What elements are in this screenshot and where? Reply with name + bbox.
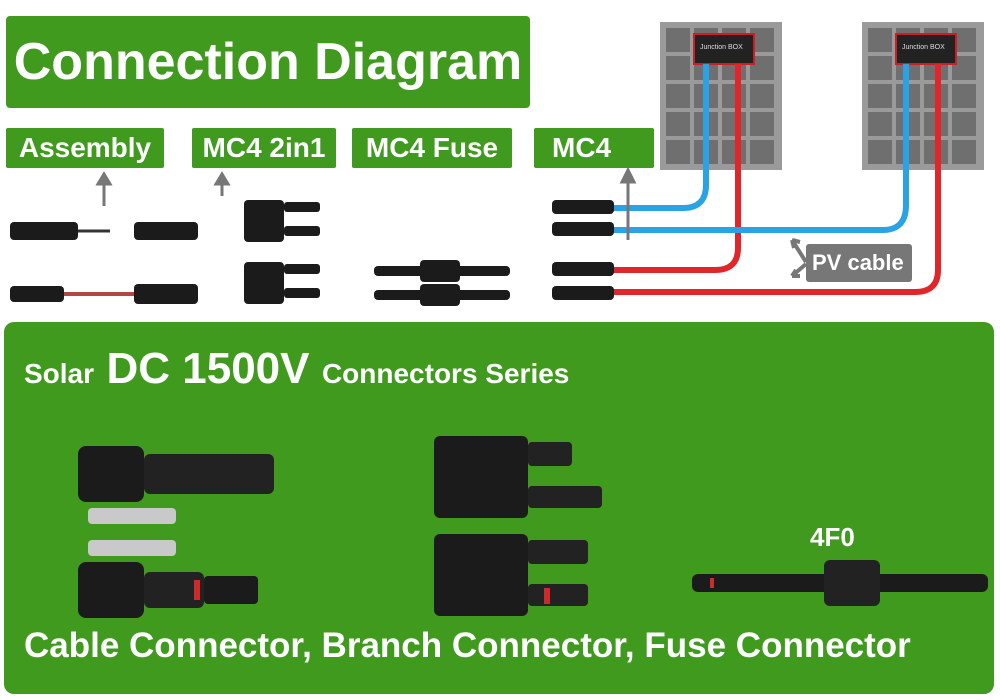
- junction-box-label-left: Junction BOX: [700, 44, 743, 51]
- series-heading: Solar DC 1500V Connectors Series: [24, 344, 569, 394]
- page-title: Connection Diagram: [6, 16, 530, 108]
- fuse-connectors-small: [374, 260, 510, 306]
- arrow-icons: [95, 166, 637, 240]
- branch-connectors-small: [244, 200, 320, 304]
- heading-main: DC 1500V: [106, 344, 310, 393]
- fuse-code-label: 4F0: [810, 522, 855, 552]
- solar-panel-right: [862, 22, 984, 170]
- junction-box-label-right: Junction BOX: [902, 44, 945, 51]
- pv-cable-label: PV cable: [812, 250, 904, 275]
- tag-mc4: MC4: [534, 128, 654, 168]
- cable-connector-image: [78, 446, 274, 618]
- mc4-connectors-small: [552, 200, 614, 300]
- connection-illustration: [10, 22, 984, 306]
- tag-assembly: Assembly: [6, 128, 164, 168]
- solar-panel-left: [660, 22, 782, 170]
- tag-mc4-fuse: MC4 Fuse: [352, 128, 512, 168]
- series-caption: Cable Connector, Branch Connector, Fuse …: [24, 626, 911, 665]
- heading-suffix: Connectors Series: [321, 358, 570, 389]
- heading-prefix: Solar: [24, 358, 95, 389]
- assembly-connectors: [10, 222, 198, 304]
- tag-mc4-2in1: MC4 2in1: [192, 128, 336, 168]
- fuse-connector-image: [692, 560, 988, 606]
- pv-cables: [612, 64, 941, 295]
- branch-connector-image: [434, 436, 602, 616]
- pv-cable-label-box: [806, 244, 912, 282]
- product-illustrations: [78, 436, 988, 618]
- product-series-panel: Solar DC 1500V Connectors Series: [4, 322, 994, 694]
